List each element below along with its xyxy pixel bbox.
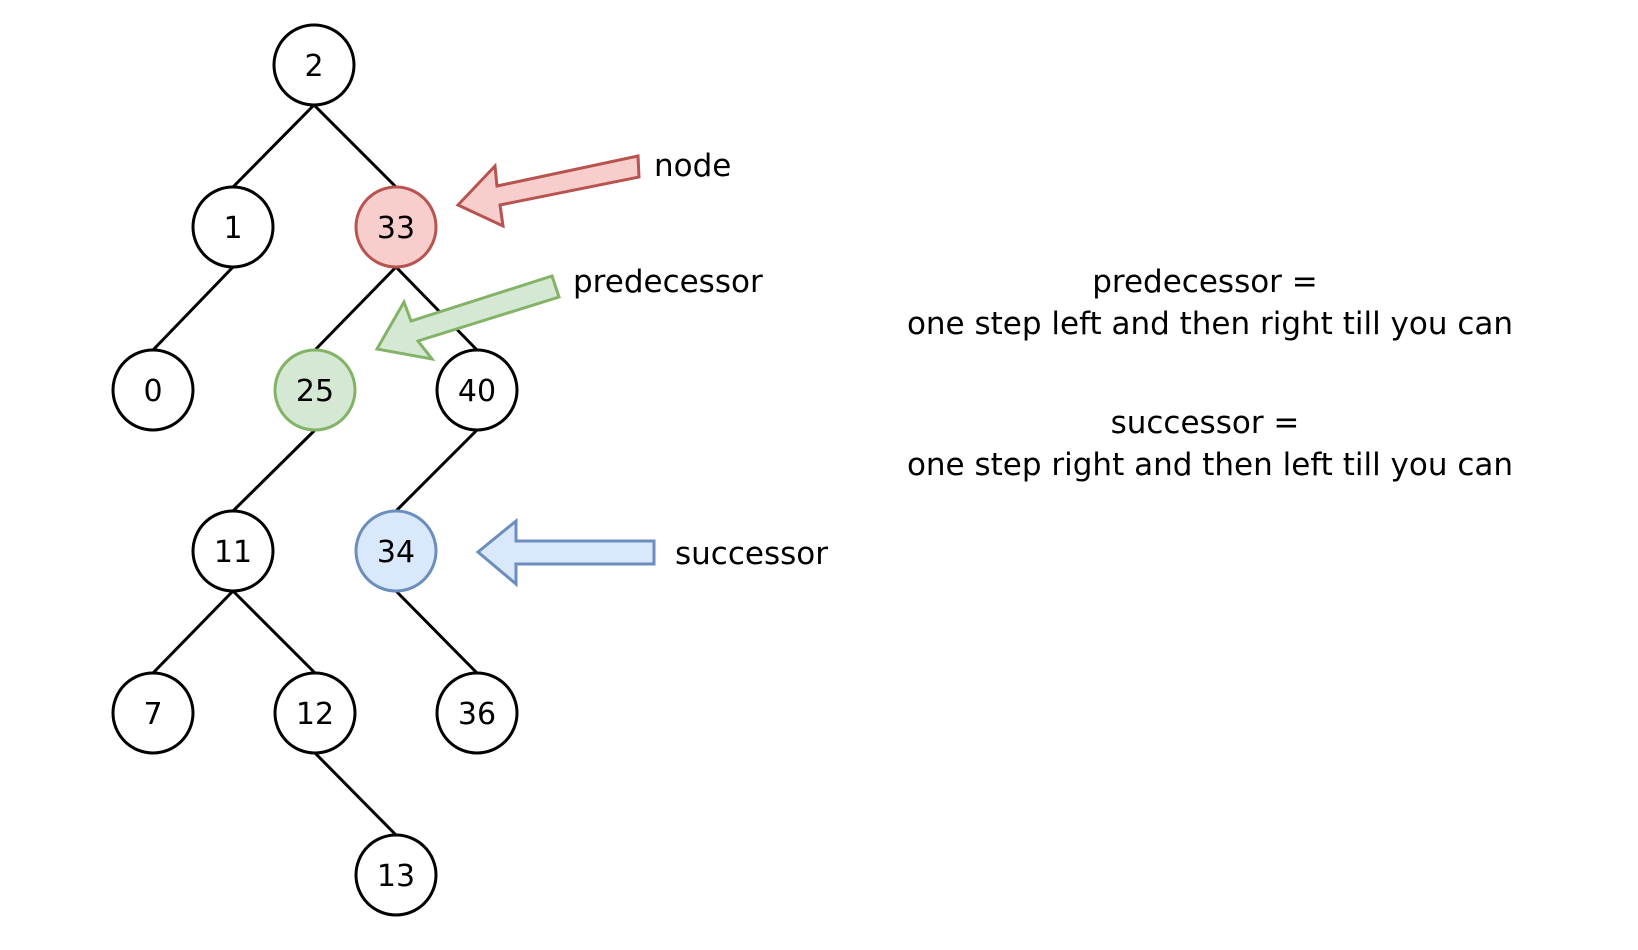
node-circle (273, 348, 357, 432)
predecessor-definition-title: predecessor = (1092, 264, 1318, 300)
node-label: 33 (377, 211, 415, 246)
node-label: 1 (223, 211, 242, 246)
node-circle (272, 23, 356, 107)
predecessor-arrow (374, 274, 561, 362)
edge-25-11 (231, 428, 317, 513)
successor-callout-label: successor (675, 536, 828, 572)
tree-nodes: 2 1 33 0 25 40 11 34 7 12 36 13 (111, 23, 519, 917)
node-circle (435, 348, 519, 432)
tree-node-0: 0 (111, 348, 195, 432)
node-label: 0 (143, 374, 162, 409)
successor-definition-title: successor = (1111, 405, 1300, 441)
node-circle (191, 185, 275, 269)
node-circle (111, 671, 195, 755)
node-arrow (455, 154, 641, 229)
edge-2-33 (312, 103, 398, 189)
node-label: 13 (377, 859, 415, 894)
edge-11-12 (231, 589, 317, 675)
edge-40-34 (394, 428, 479, 513)
tree-node-7: 7 (111, 671, 195, 755)
tree-node-2: 2 (272, 23, 356, 107)
node-circle (273, 671, 357, 755)
edge-2-1 (231, 103, 316, 189)
node-circle (354, 185, 438, 269)
edge-34-36 (394, 589, 479, 675)
edge-11-7 (151, 589, 235, 675)
tree-node-11: 11 (191, 509, 275, 593)
tree-node-36: 36 (435, 671, 519, 755)
tree-node-34-successor: 34 (354, 509, 438, 593)
node-label: 11 (214, 535, 252, 570)
node-circle (354, 509, 438, 593)
node-label: 36 (458, 697, 496, 732)
node-label: 40 (458, 374, 496, 409)
edge-12-13 (313, 751, 398, 837)
node-circle (191, 509, 275, 593)
edge-33-25 (313, 265, 398, 352)
tree-node-13: 13 (354, 833, 438, 917)
node-label: 7 (143, 697, 162, 732)
tree-edges (151, 103, 479, 837)
successor-arrow (475, 517, 656, 588)
tree-node-1: 1 (191, 185, 275, 269)
tree-node-33-node: 33 (354, 185, 438, 269)
predecessor-callout-label: predecessor (573, 264, 763, 300)
node-label: 25 (296, 374, 334, 409)
tree-node-40: 40 (435, 348, 519, 432)
node-circle (111, 348, 195, 432)
node-circle (435, 671, 519, 755)
node-label: 12 (296, 697, 334, 732)
node-circle (354, 833, 438, 917)
node-callout-label: node (654, 148, 731, 184)
edge-33-40 (394, 265, 479, 352)
tree-node-25-predecessor: 25 (273, 348, 357, 432)
node-label: 2 (304, 49, 323, 84)
successor-definition-rule: one step right and then left till you ca… (907, 447, 1513, 483)
node-label: 34 (377, 535, 415, 570)
predecessor-definition-rule: one step left and then right till you ca… (907, 306, 1513, 342)
tree-node-12: 12 (273, 671, 357, 755)
edge-1-0 (151, 265, 235, 352)
